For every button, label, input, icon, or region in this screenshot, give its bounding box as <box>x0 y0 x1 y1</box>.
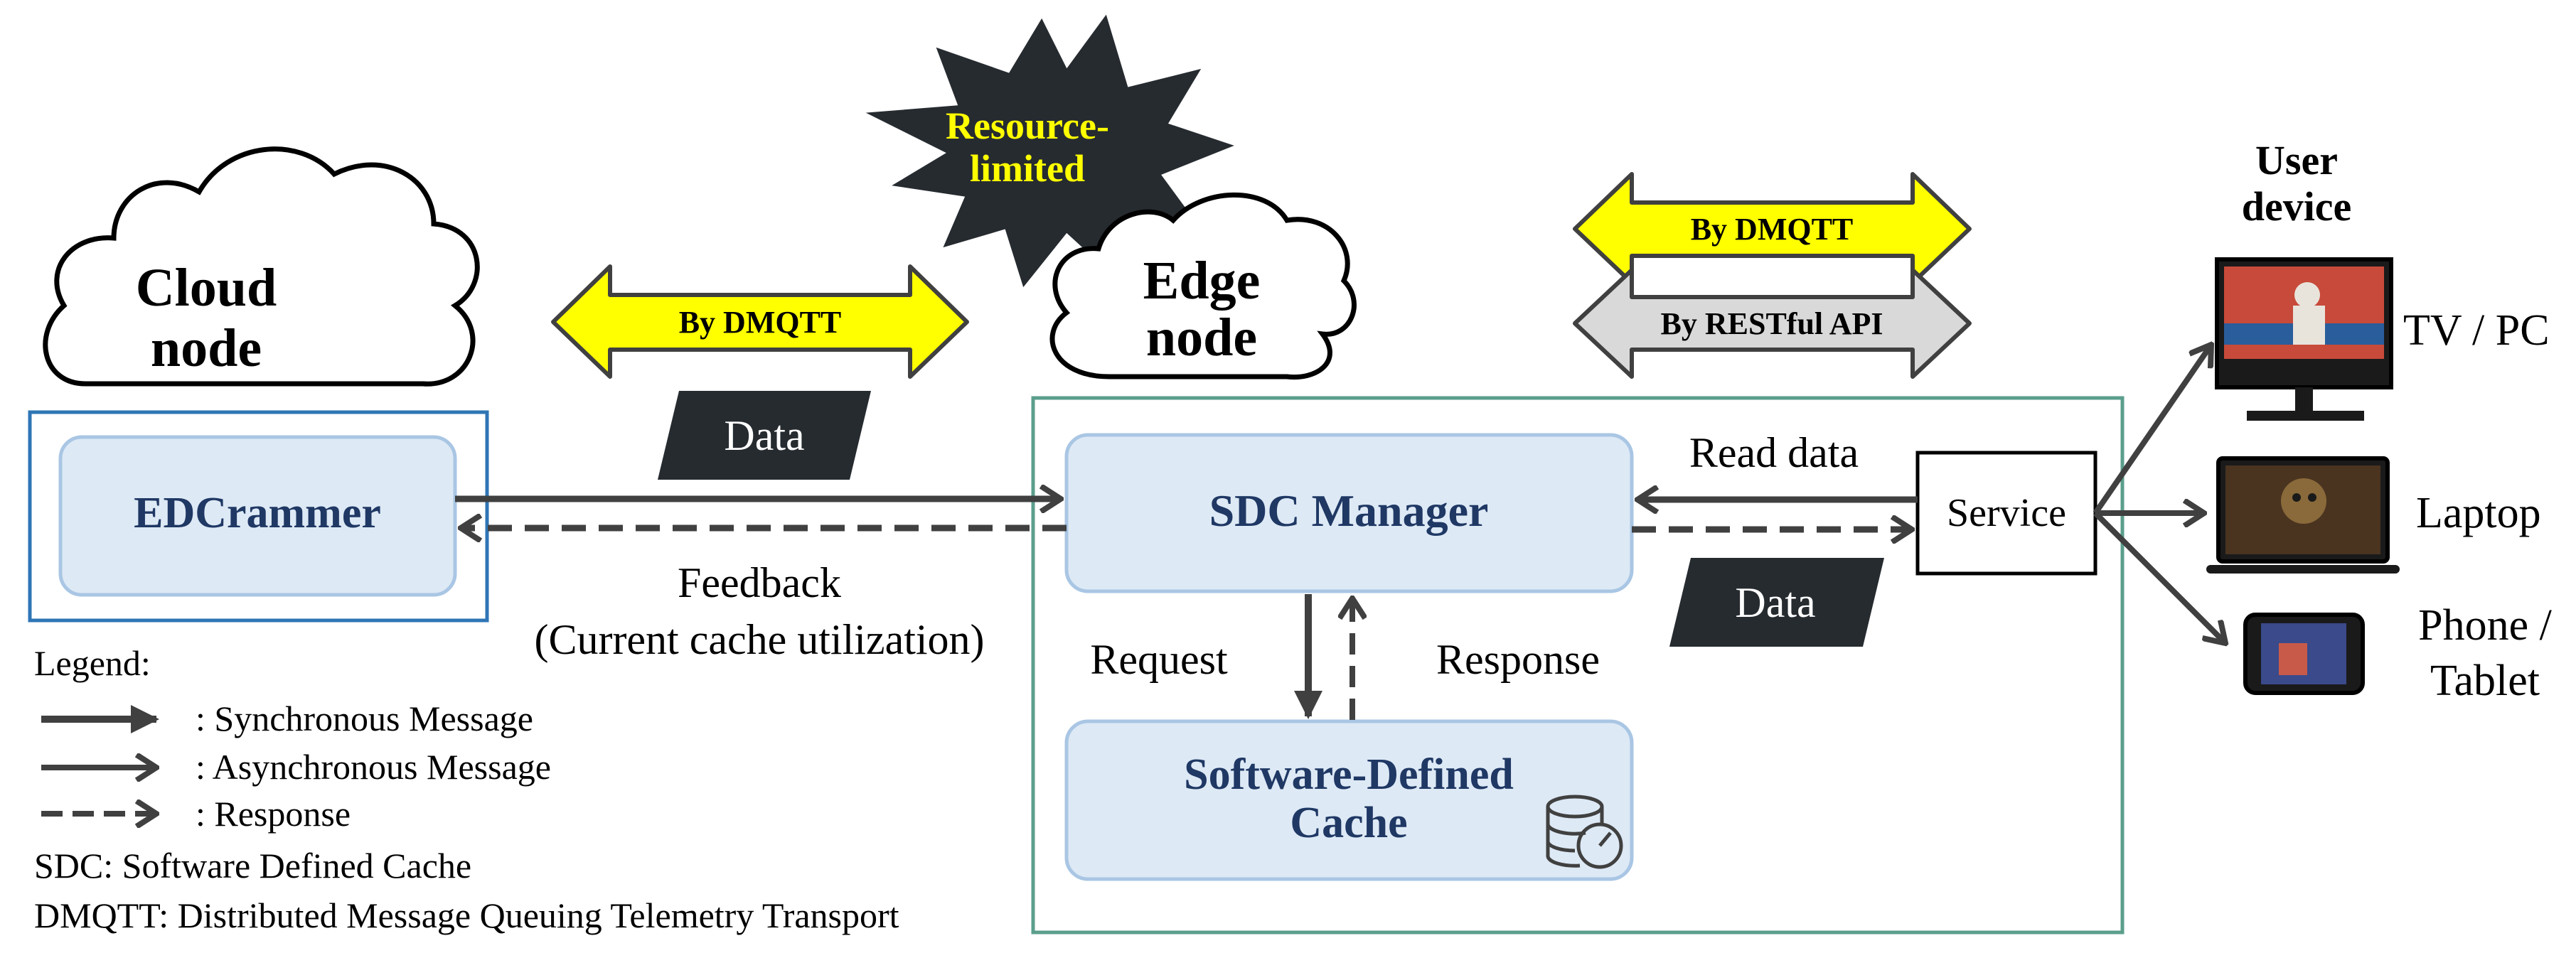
restful-shape <box>1573 268 1972 379</box>
restful-label: By RESTful API <box>1661 306 1883 341</box>
resource-limited-label-2: limited <box>970 147 1085 190</box>
cloud-shape <box>43 146 480 387</box>
legend-async-label: : Asynchronous Message <box>196 747 551 787</box>
edcrammer-box[interactable] <box>58 435 457 597</box>
sdc-cache-label-2: Cache <box>1290 799 1407 847</box>
legend-sdc-definition: SDC: Software Defined Cache <box>34 846 471 885</box>
sdc-manager-label: SDC Manager <box>1209 485 1489 536</box>
cloud-node-box <box>28 410 489 623</box>
sdc-cache-label-1: Software-Defined <box>1184 750 1514 799</box>
tv-monitor-icon <box>2215 257 2393 421</box>
edcrammer-label: EDCrammer <box>134 489 381 537</box>
arrow-service-to-tv <box>2093 345 2211 515</box>
cloud-node-label-1: Cloud <box>136 258 277 318</box>
dmqtt-left-arrow: By DMQTT <box>551 264 969 379</box>
read-data-label: Read data <box>1689 429 1859 476</box>
edge-cloud-shape <box>1049 192 1357 380</box>
user-device-label-2: device <box>2242 183 2352 230</box>
starburst-shape <box>865 14 1234 288</box>
data-tag-right: Data <box>1669 558 1884 647</box>
phone-tablet-icon <box>2243 613 2365 695</box>
sdc-cache-box[interactable] <box>1064 719 1634 881</box>
dmqtt-right-arrow: By DMQTT <box>1573 172 1972 285</box>
database-gauge-icon <box>1546 795 1623 869</box>
phone-label-2: Tablet <box>2430 657 2540 705</box>
sdc-manager-box[interactable] <box>1064 433 1634 593</box>
data-right-label: Data <box>1735 579 1815 626</box>
cloud-node-label-2: node <box>151 318 262 378</box>
dmqtt-left-shape <box>551 264 969 379</box>
cloud-node: Cloud node <box>43 146 480 387</box>
legend: Legend: : Synchronous Message : Asynchro… <box>34 643 899 935</box>
service-label: Service <box>1947 491 2066 535</box>
legend-dmqtt-definition: DMQTT: Distributed Message Queuing Telem… <box>34 895 899 935</box>
edge-node: Edge node <box>1049 192 1357 380</box>
resource-limited-label-1: Resource- <box>946 104 1109 147</box>
legend-response-label: : Response <box>196 794 351 834</box>
legend-sync-label: : Synchronous Message <box>196 699 533 738</box>
tv-pc-label: TV / PC <box>2403 306 2550 355</box>
edge-node-box <box>1031 396 2125 935</box>
response-label: Response <box>1436 636 1600 683</box>
laptop-label: Laptop <box>2416 489 2541 537</box>
feedback-label-1: Feedback <box>678 559 841 606</box>
dmqtt-right-label: By DMQTT <box>1691 212 1854 247</box>
edge-node-label-1: Edge <box>1143 251 1261 311</box>
data-left-label: Data <box>724 412 804 459</box>
request-label: Request <box>1090 636 1228 683</box>
edge-node-label-2: node <box>1146 308 1257 367</box>
feedback-label-2: (Current cache utilization) <box>534 616 984 663</box>
data-tag-left: Data <box>658 391 871 480</box>
laptop-icon <box>2206 456 2400 574</box>
dmqtt-left-label: By DMQTT <box>679 305 842 340</box>
user-device-label-1: User <box>2255 137 2338 183</box>
resource-limited-starburst: Resource- limited <box>865 14 1234 288</box>
arrow-service-to-phone <box>2093 511 2225 643</box>
phone-label-1: Phone / <box>2418 601 2553 650</box>
legend-title: Legend: <box>34 643 151 683</box>
dmqtt-right-shape <box>1573 172 1972 285</box>
restful-arrow: By RESTful API <box>1573 268 1972 379</box>
